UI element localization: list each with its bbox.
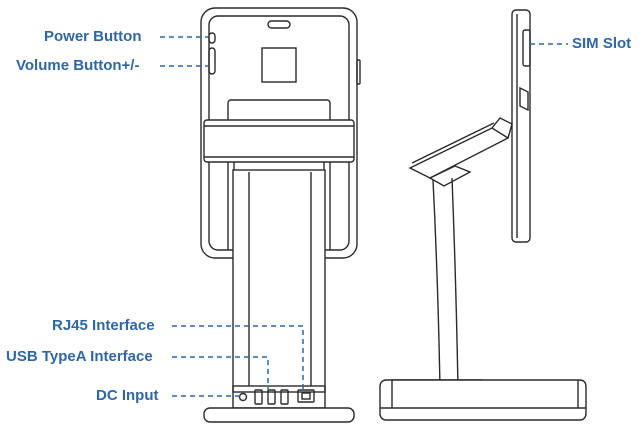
side-base	[379, 379, 587, 421]
leader-usb	[172, 356, 269, 390]
label-usb-typea-interface: USB TypeA Interface	[6, 348, 153, 365]
leader-lines	[160, 36, 568, 397]
label-volume-button: Volume Button+/-	[16, 57, 140, 74]
label-dc-input: DC Input	[96, 387, 159, 404]
front-clamp-bar	[203, 119, 355, 163]
side-arm	[408, 127, 510, 179]
rj45-port	[297, 389, 315, 403]
leader-rj45	[172, 325, 304, 390]
usb-port-1	[254, 389, 263, 405]
front-camera	[267, 20, 291, 29]
dc-input-port	[238, 392, 248, 402]
usb-port-3	[280, 389, 289, 405]
side-tablet-edge	[511, 9, 531, 243]
power-button	[208, 32, 216, 44]
volume-button	[208, 47, 216, 75]
front-scanner-window	[261, 47, 297, 83]
label-power-button: Power Button	[44, 28, 142, 45]
usb-port-2	[267, 389, 276, 405]
front-view	[200, 7, 361, 423]
front-base	[203, 407, 355, 423]
side-view	[379, 9, 587, 421]
label-sim-slot: SIM Slot	[572, 35, 632, 52]
side-pillar	[432, 177, 459, 389]
sim-slot	[522, 29, 531, 67]
label-rj45-interface: RJ45 Interface	[52, 317, 155, 334]
